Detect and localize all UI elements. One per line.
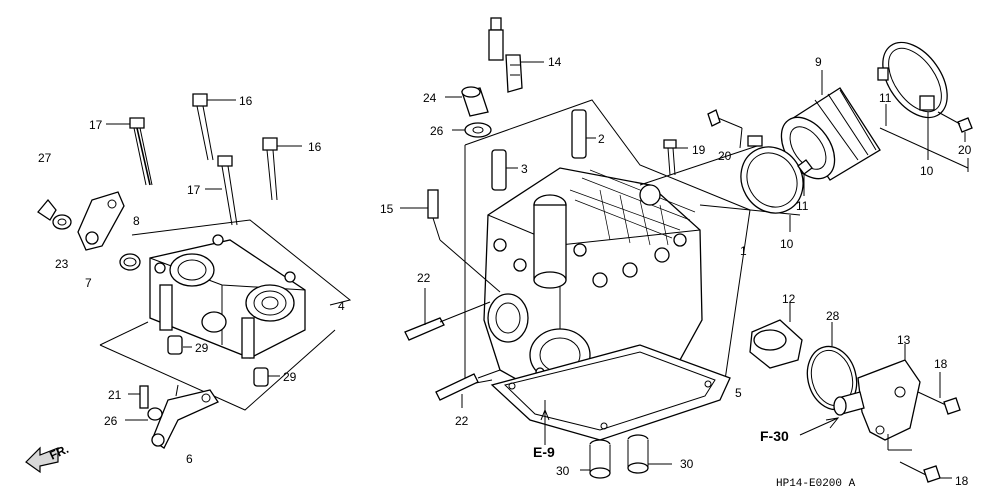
callout-18-upper: 18 [934,357,948,371]
screw-20-right [937,111,973,142]
intake-outline [639,127,969,216]
callout-10-right: 10 [920,164,934,178]
e9-leader [540,400,550,445]
f30-leader [799,417,840,436]
callout-24: 24 [423,91,437,105]
bolt-18-upper [917,372,961,415]
callout-29-b: 29 [283,370,297,384]
diagram-code: HP14-E0200 A [776,478,856,490]
dowel-29-a [167,335,192,355]
thermostat-housing-13 [833,344,921,441]
rocker-holder-4 [149,234,306,359]
callout-12: 12 [782,292,796,306]
callout-11-right: 11 [879,91,892,105]
valve-guide-2 [571,109,596,159]
washer-26-center [452,122,492,138]
callout-16-left: 16 [239,94,253,108]
bolt-19 [663,139,688,176]
callout-22-upper: 22 [417,271,431,285]
stud-22-upper [404,288,491,341]
washer-26-left [125,407,163,421]
leader-11-right [885,104,929,160]
callout-11-left: 11 [796,199,809,213]
callout-14: 14 [548,55,562,69]
callout-26-center: 26 [430,124,444,138]
callout-7: 7 [85,276,92,290]
callout-23: 23 [55,257,69,271]
bolt-18-lower [887,434,952,483]
callout-30-left: 30 [556,464,570,478]
nut-23 [52,214,72,230]
clamp-band-right [877,41,948,119]
callout-15: 15 [380,202,394,216]
bolt-17-left [106,117,153,186]
gasket-5 [490,344,731,441]
callout-3: 3 [521,162,528,176]
callout-28: 28 [826,309,840,323]
callout-8: 8 [133,214,140,228]
dowel-29-b [253,367,280,387]
bolt-16-right [262,137,302,201]
callout-29-a: 29 [195,341,209,355]
valve-guide-3 [491,149,518,191]
bolt-16-left [192,93,236,161]
callout-17-center: 17 [187,183,201,197]
clip-8 [119,253,141,271]
cylinder-head-1 [483,167,703,396]
callout-22-lower: 22 [455,414,469,428]
temp-sensor-15 [400,189,501,293]
cap-nut-24 [445,86,489,117]
dowel-30-right [627,434,672,474]
callout-20-left: 20 [718,149,732,163]
washer-27 [37,198,57,221]
clamp-band-left [740,135,804,214]
callout-30-right: 30 [680,457,694,471]
callout-9: 9 [815,55,822,69]
reference-f30: F-30 [760,428,789,444]
callout-20-right: 20 [958,143,972,157]
callout-6: 6 [186,452,193,466]
rocker-assembly-outline [99,219,352,411]
reference-e9: E-9 [533,444,555,460]
callout-17-left: 17 [89,118,103,132]
callout-5: 5 [735,386,742,400]
callout-4: 4 [338,299,345,313]
stud-22-lower [435,369,501,408]
spark-plug-14 [488,17,544,93]
callout-21: 21 [108,388,122,402]
screw-20-left [707,109,743,149]
callout-19: 19 [692,143,706,157]
thermostat-12 [749,302,803,369]
rocker-arm-6 [151,384,219,449]
dowel-30-left [580,439,611,479]
callout-18-lower: 18 [955,474,969,488]
callout-27: 27 [38,151,52,165]
bolt-17-center [205,155,238,226]
front-direction-arrow [25,446,59,474]
callout-13: 13 [897,333,911,347]
nut-11 [797,159,813,196]
pin-21 [128,385,149,409]
callout-1: 1 [740,244,747,258]
rocker-arm-7 [77,191,125,251]
front-direction-label: FR. [47,442,70,463]
callout-2: 2 [598,132,605,146]
callout-10-left: 10 [780,237,794,251]
callout-16-right: 16 [308,140,322,154]
callout-26-left: 26 [104,414,118,428]
